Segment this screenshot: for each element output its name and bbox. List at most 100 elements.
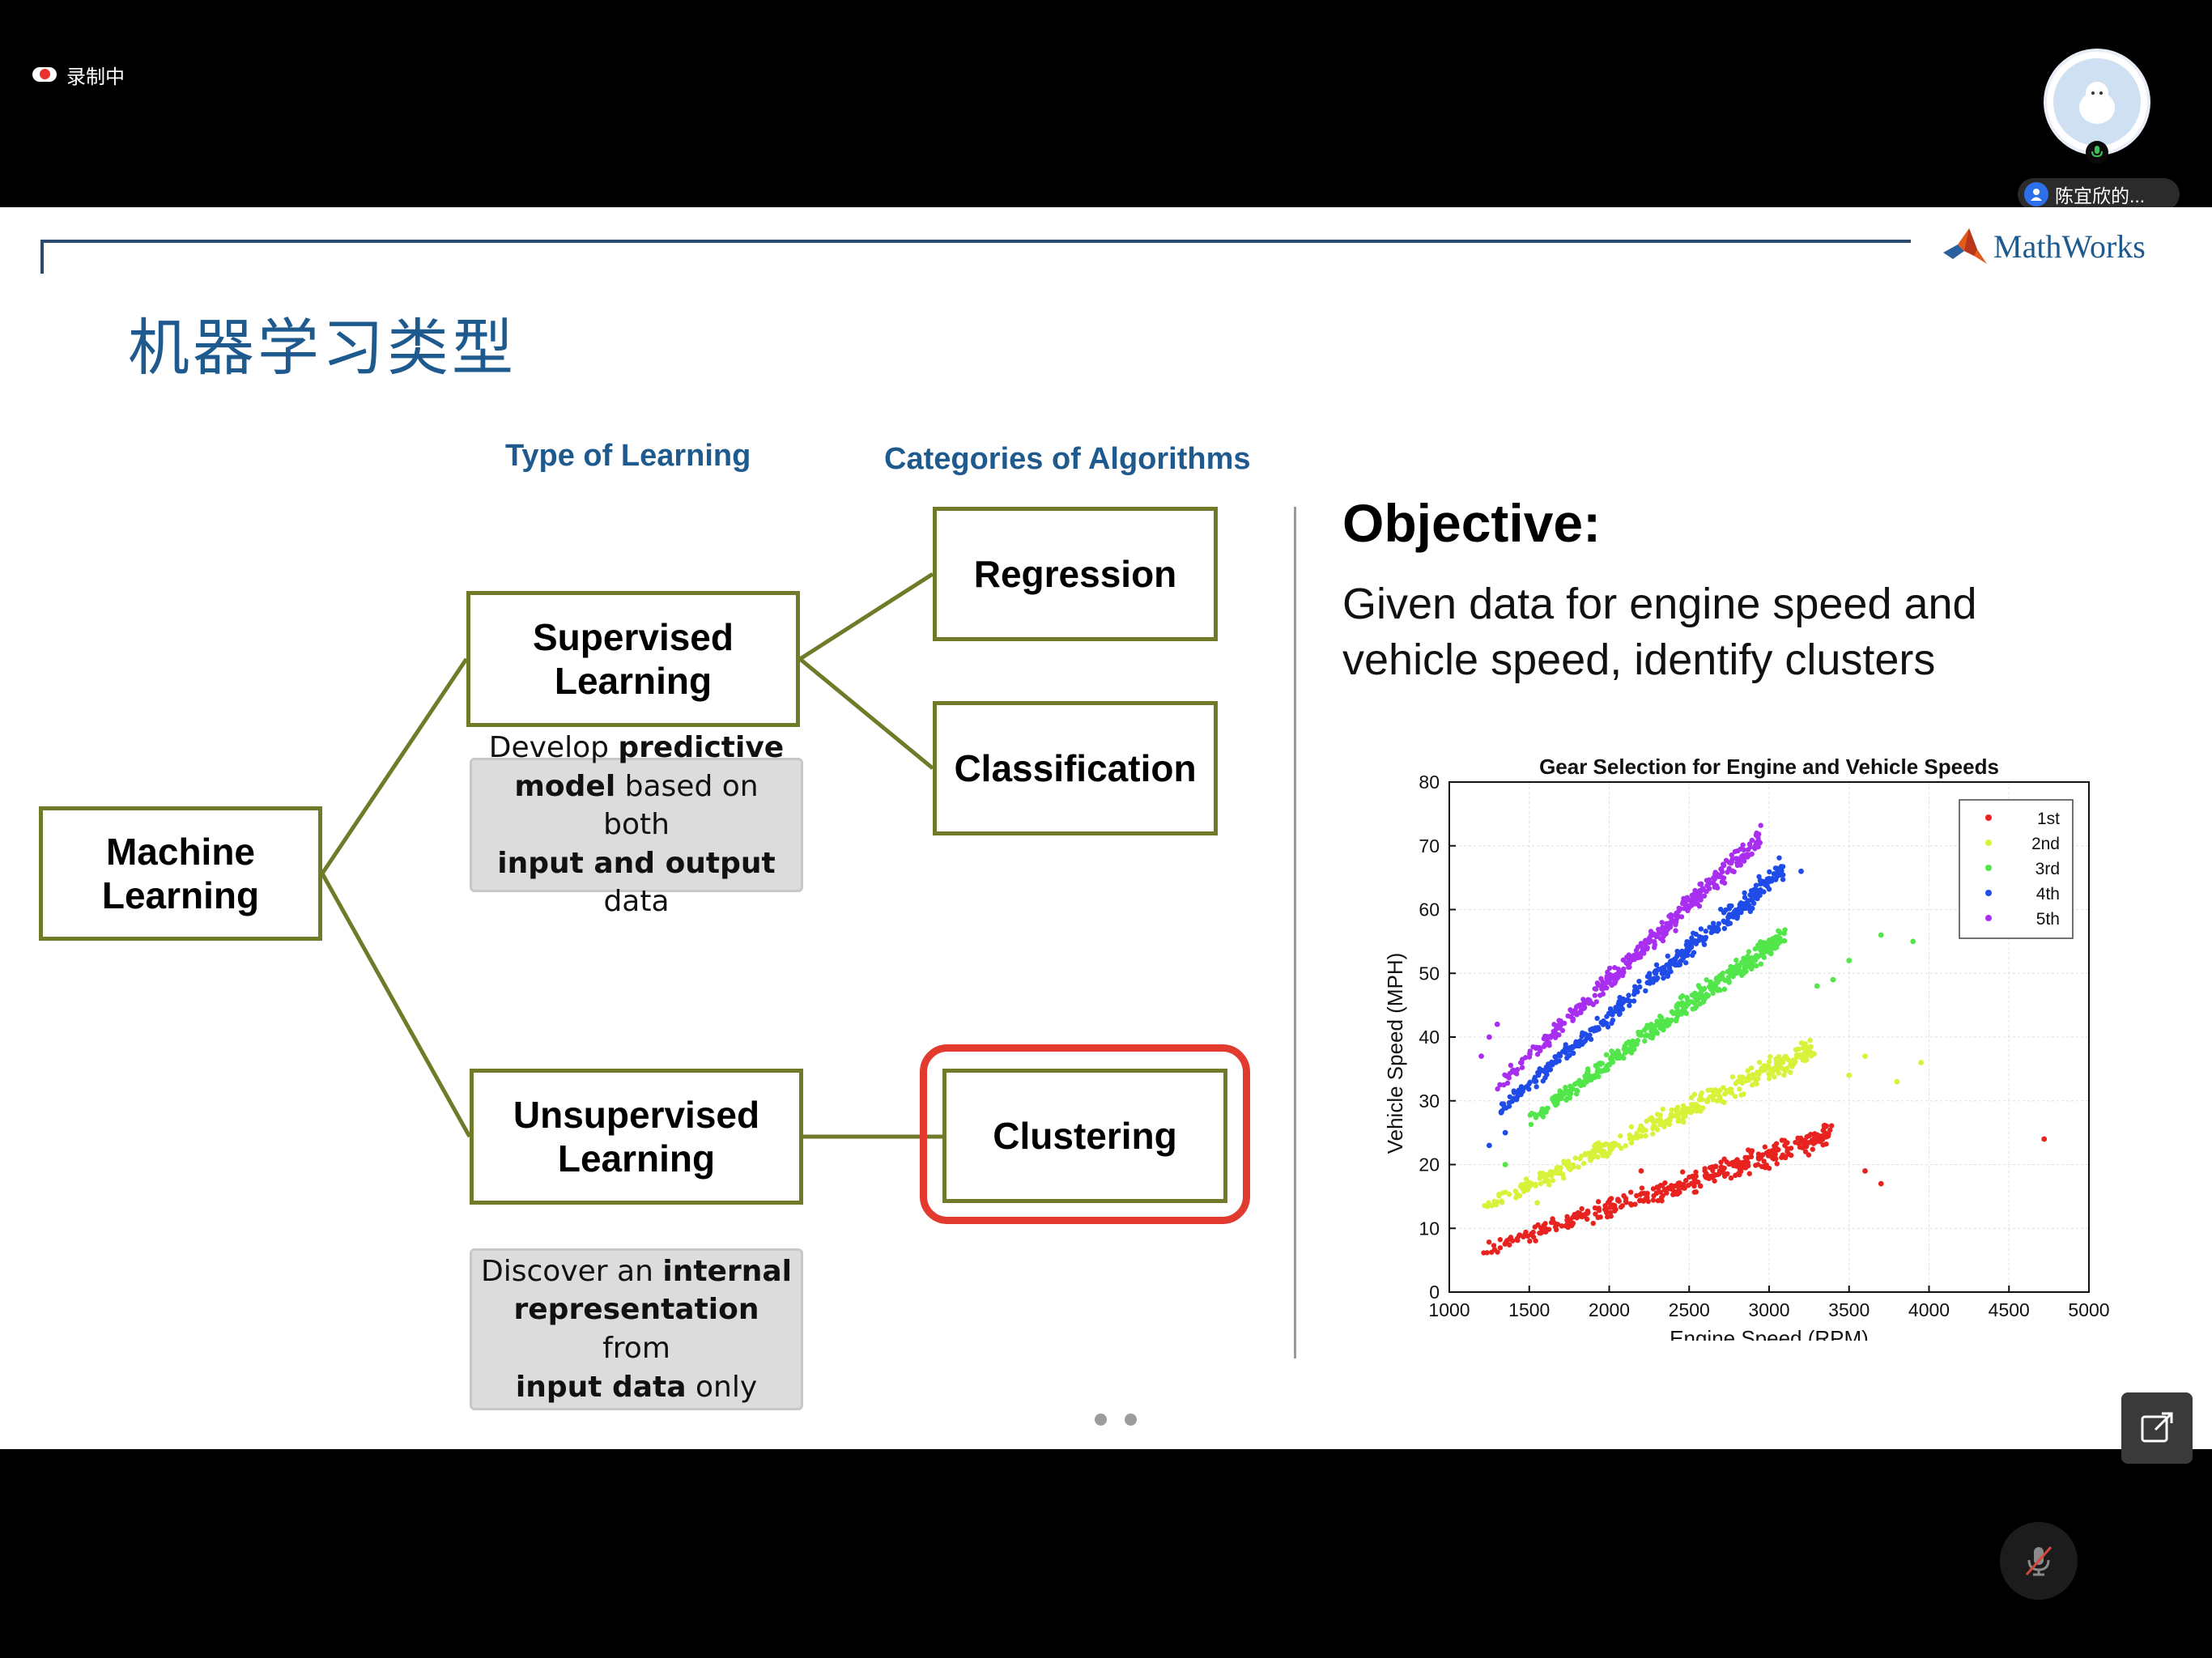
data-point <box>1499 1190 1506 1196</box>
data-point <box>1610 1202 1616 1208</box>
data-point <box>1677 1183 1682 1188</box>
participant-avatar[interactable] <box>2047 52 2147 152</box>
data-point <box>1636 1031 1642 1038</box>
data-point <box>1626 993 1631 998</box>
data-point <box>1638 1167 1644 1174</box>
data-point <box>1615 1197 1621 1202</box>
data-point <box>1758 961 1764 967</box>
page-dot[interactable] <box>1095 1414 1107 1426</box>
data-point <box>1700 1105 1706 1111</box>
data-point <box>1553 1058 1559 1065</box>
data-point <box>1563 1090 1568 1096</box>
data-point <box>1684 995 1690 1001</box>
data-point <box>1721 861 1726 867</box>
data-point <box>1685 1183 1691 1188</box>
data-point <box>1628 1124 1635 1130</box>
data-point <box>1508 1062 1514 1069</box>
data-point <box>1546 1043 1552 1048</box>
data-point <box>1657 936 1664 942</box>
y-tick-label: 10 <box>1419 1218 1440 1239</box>
data-point <box>1755 1155 1762 1162</box>
mute-button[interactable] <box>2000 1522 2078 1600</box>
data-point <box>1540 1078 1546 1084</box>
data-point <box>1563 1163 1570 1168</box>
data-point <box>1726 865 1732 871</box>
data-point <box>1559 1027 1566 1034</box>
data-point <box>1558 1021 1563 1027</box>
data-point <box>1729 1073 1736 1080</box>
data-point <box>1718 866 1724 872</box>
legend-marker <box>1985 840 1992 846</box>
data-point <box>1564 1055 1570 1061</box>
data-point <box>1698 926 1704 932</box>
data-point <box>1640 948 1645 954</box>
data-point <box>1538 1108 1545 1114</box>
data-point <box>1605 1214 1610 1220</box>
data-point <box>1773 1156 1779 1162</box>
data-point <box>1828 1123 1835 1129</box>
data-point <box>1537 1175 1542 1181</box>
data-point <box>1739 959 1745 965</box>
data-point <box>1597 1214 1603 1220</box>
data-point <box>1668 912 1674 918</box>
data-point <box>1733 957 1739 963</box>
data-point <box>1846 1072 1853 1078</box>
data-point <box>1713 976 1720 981</box>
data-point <box>1615 966 1622 972</box>
data-point <box>1577 1079 1583 1085</box>
data-point <box>1740 842 1746 848</box>
data-point <box>1748 959 1754 965</box>
connector-supervised-regression <box>798 572 934 661</box>
data-point <box>1630 1038 1636 1044</box>
data-point <box>1721 925 1728 932</box>
data-point <box>1580 1160 1587 1167</box>
data-point <box>1664 1190 1670 1196</box>
avatar-icon <box>2079 82 2115 124</box>
data-point <box>1683 1004 1689 1010</box>
data-point <box>1679 1008 1685 1014</box>
page-indicator[interactable] <box>1095 1414 1137 1426</box>
data-point <box>1752 894 1759 899</box>
expand-button[interactable] <box>2121 1392 2193 1464</box>
data-point <box>1757 946 1763 952</box>
data-point <box>1559 1048 1566 1055</box>
data-point <box>1878 932 1884 938</box>
data-point <box>1684 903 1691 909</box>
data-point <box>1519 1056 1525 1062</box>
data-point <box>1572 1081 1578 1087</box>
data-point <box>1806 1139 1813 1146</box>
data-point <box>1584 1216 1590 1222</box>
data-point <box>1753 882 1759 888</box>
data-point <box>1712 980 1718 987</box>
data-point <box>1653 1124 1658 1130</box>
data-point <box>2041 1136 2048 1142</box>
data-point <box>1631 998 1637 1004</box>
data-point <box>1542 1069 1547 1074</box>
data-point <box>1708 1087 1714 1093</box>
data-point <box>1738 901 1745 907</box>
data-point <box>1774 1161 1780 1167</box>
data-point <box>1762 1144 1768 1150</box>
data-point <box>1684 938 1690 945</box>
data-point <box>1748 1154 1755 1160</box>
data-point <box>1573 1091 1580 1097</box>
data-point <box>1671 1183 1677 1189</box>
data-point <box>1604 1154 1610 1159</box>
data-point <box>1559 1223 1565 1229</box>
data-point <box>1648 1025 1655 1031</box>
data-point <box>1743 968 1749 974</box>
data-point <box>1607 1005 1614 1012</box>
page-dot[interactable] <box>1125 1414 1137 1426</box>
data-point <box>1627 1136 1633 1141</box>
data-point <box>1589 1026 1596 1031</box>
mic-off-icon <box>2025 1546 2052 1576</box>
data-point <box>1678 995 1684 1001</box>
data-point <box>1495 1249 1500 1255</box>
data-point <box>1759 1163 1765 1170</box>
data-point <box>1722 1090 1728 1097</box>
data-point <box>1585 1210 1590 1216</box>
data-point <box>1586 999 1592 1005</box>
data-point <box>1528 1180 1534 1186</box>
recording-indicator: 录制中 <box>32 60 125 89</box>
data-point <box>1642 1038 1648 1044</box>
